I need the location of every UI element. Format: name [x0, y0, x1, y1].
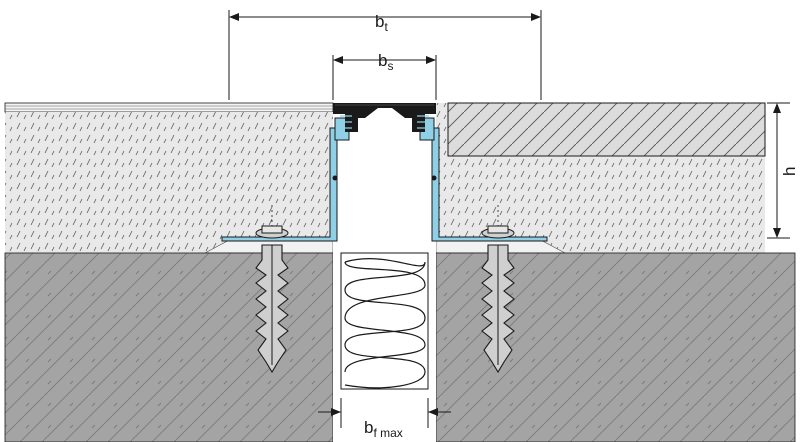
svg-text:bs: bs [378, 51, 393, 73]
dimension-bs: bs [332, 51, 437, 100]
dimension-h: h [767, 102, 799, 239]
bs-label-main: b [378, 51, 387, 70]
bt-label-sub: t [384, 20, 388, 34]
left-floor [4, 102, 334, 442]
bs-label-sub: s [387, 59, 393, 73]
rubber-insert [333, 103, 436, 132]
svg-text:bf max: bf max [364, 418, 403, 440]
bf-label-sub: f max [373, 426, 402, 440]
right-anchor [481, 205, 515, 374]
svg-text:bt: bt [375, 12, 388, 34]
dimension-bf-max: bf max [318, 398, 451, 440]
bt-label-main: b [375, 12, 384, 31]
h-label: h [780, 167, 799, 176]
foam-backer [340, 252, 429, 390]
foam-wave [344, 258, 426, 389]
dimension-bt: bt [228, 10, 542, 100]
left-anchor [255, 205, 289, 374]
joint-gap [333, 112, 436, 442]
left-top-covering [4, 102, 334, 113]
bf-label-main: b [364, 418, 373, 437]
